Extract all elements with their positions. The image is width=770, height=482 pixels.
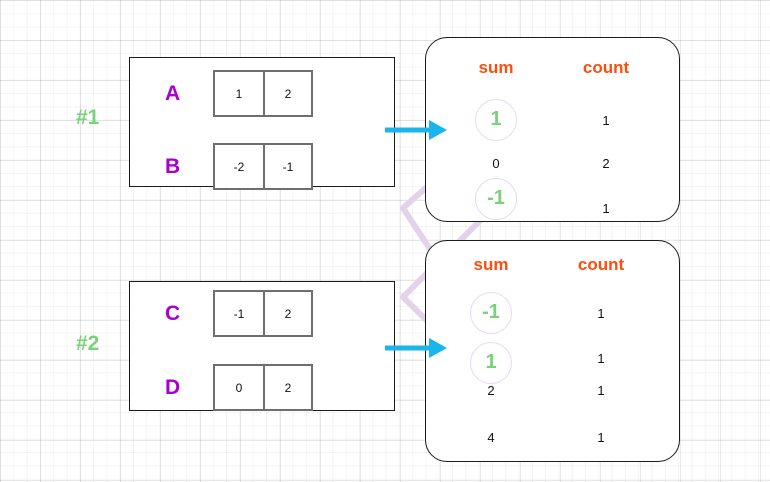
- step-label-2: #2: [76, 332, 100, 355]
- cell-d-0: 0: [235, 380, 243, 395]
- agg-box-1: [425, 37, 680, 222]
- flow-arrow-1: [385, 120, 447, 140]
- agg-sum-1-1: 0: [492, 156, 500, 171]
- agg-count-2-3: 1: [597, 430, 605, 445]
- row-label-c: C: [165, 302, 181, 325]
- row-label-a: A: [165, 82, 181, 105]
- agg-header-count-2: count: [577, 255, 625, 274]
- highlight-ring-2-0: [470, 292, 512, 334]
- cell-b-1: -1: [262, 145, 311, 188]
- agg-header-sum-2: sum: [473, 255, 509, 274]
- cellpair-d: 0 2: [213, 364, 313, 411]
- cell-c-0: -1: [233, 306, 245, 321]
- agg-sum-2-2: 2: [487, 383, 495, 398]
- cell-a-0: 1: [235, 86, 243, 101]
- agg-count-1-0: 1: [602, 113, 610, 128]
- step-label-1: #1: [76, 106, 100, 129]
- agg-sum-2-1: 1: [485, 351, 497, 373]
- highlight-ring-1-2: [475, 178, 517, 220]
- row-label-b: B: [165, 155, 181, 178]
- agg-count-1-1: 2: [602, 156, 610, 171]
- highlight-ring-1-0: [475, 99, 517, 141]
- agg-box-2: [425, 240, 680, 462]
- agg-count-2-2: 1: [597, 383, 605, 398]
- flow-arrow-2: [385, 338, 447, 358]
- cell-b-0: -2: [233, 159, 245, 174]
- agg-sum-2-3: 4: [487, 430, 495, 445]
- agg-sum-1-2: -1: [487, 187, 505, 209]
- agg-sum-1-0: 1: [490, 108, 502, 130]
- highlight-ring-2-1: [470, 342, 512, 384]
- row-label-d: D: [165, 376, 181, 399]
- cellpair-a: 1 2: [213, 70, 313, 117]
- cell-a-1: 2: [262, 72, 311, 115]
- cell-d-1: 2: [262, 366, 311, 409]
- agg-header-count-1: count: [582, 58, 630, 77]
- agg-count-1-2: 1: [602, 201, 610, 216]
- agg-count-2-0: 1: [597, 306, 605, 321]
- agg-header-sum-1: sum: [478, 58, 514, 77]
- agg-sum-2-0: -1: [482, 301, 500, 323]
- cellpair-c: -1 2: [213, 290, 313, 337]
- cellpair-b: -2 -1: [213, 143, 313, 190]
- cell-c-1: 2: [262, 292, 311, 335]
- agg-count-2-1: 1: [597, 351, 605, 366]
